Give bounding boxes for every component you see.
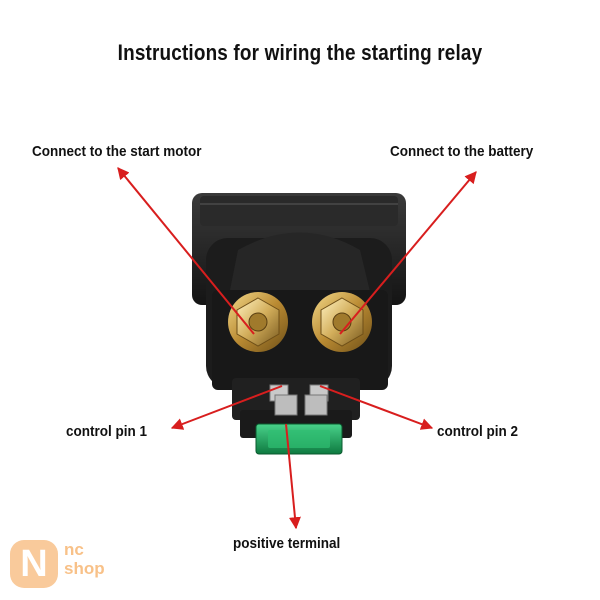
shop-logo: N nc shop — [10, 538, 120, 594]
logo-text-line-1: nc — [64, 540, 84, 559]
control-pins — [269, 384, 329, 416]
logo-text-line-2: shop — [64, 559, 105, 578]
label-control-pin-1: control pin 1 — [66, 423, 147, 440]
start-motor-terminal — [228, 292, 288, 352]
logo-letter: N — [10, 540, 58, 588]
label-positive-terminal: positive terminal — [233, 535, 341, 552]
fuse — [255, 423, 343, 455]
label-control-pin-2: control pin 2 — [437, 423, 518, 440]
logo-text: nc shop — [64, 540, 105, 578]
label-start-motor: Connect to the start motor — [32, 143, 202, 160]
relay-body — [192, 193, 406, 438]
label-battery: Connect to the battery — [390, 143, 534, 160]
pointer-arrows — [117, 167, 477, 530]
page-title: Instructions for wiring the starting rel… — [117, 40, 483, 65]
battery-terminal — [312, 292, 372, 352]
